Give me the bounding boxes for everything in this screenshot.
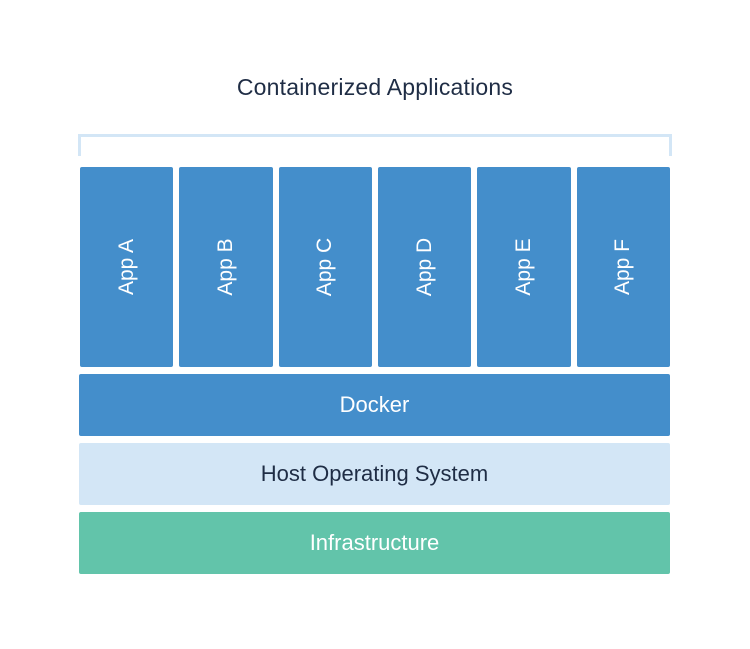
infrastructure-layer-label: Infrastructure	[309, 530, 440, 555]
docker-layer: Docker	[79, 374, 670, 436]
app-label: App C	[313, 237, 337, 297]
app-block-f: App F	[576, 167, 670, 367]
app-label: App A	[114, 238, 138, 296]
app-label: App D	[412, 237, 436, 297]
host-os-layer: Host Operating System	[79, 443, 670, 505]
docker-layer-label: Docker	[339, 392, 410, 417]
apps-group-bracket	[78, 134, 672, 156]
app-block-e: App E	[477, 167, 571, 367]
app-block-b: App B	[179, 167, 273, 367]
app-label: App E	[511, 238, 535, 296]
host-os-layer-label: Host Operating System	[260, 461, 489, 486]
app-block-c: App C	[278, 167, 372, 367]
app-label: App F	[611, 238, 635, 296]
diagram-title: Containerized Applications	[236, 74, 514, 100]
app-label: App B	[213, 238, 237, 296]
app-block-d: App D	[377, 167, 472, 367]
app-block-a: App A	[80, 167, 174, 367]
apps-row: App A App B App C App D App E App F	[80, 167, 670, 367]
infrastructure-layer: Infrastructure	[79, 512, 670, 574]
